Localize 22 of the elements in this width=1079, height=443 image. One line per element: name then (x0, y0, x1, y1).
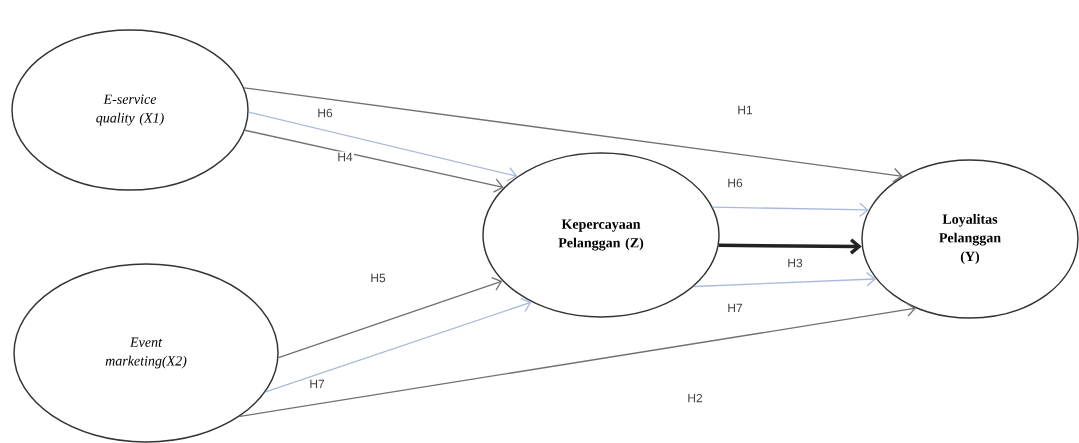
arrow (693, 272, 876, 288)
ellipse-node: Loyalitas Pelanggan (Y) (861, 159, 1079, 319)
arrow (264, 298, 532, 393)
ellipse-node: Event marketing(X2) (13, 263, 279, 443)
edge-label: H7 (726, 302, 744, 314)
arrow (244, 129, 504, 193)
edge-label: H2 (686, 392, 704, 404)
edge-label: H5 (369, 272, 387, 284)
edge-label: H7 (308, 378, 326, 390)
arrow (248, 111, 518, 182)
arrow (239, 302, 916, 418)
edge-label: H6 (316, 107, 334, 119)
edge-label: H1 (736, 104, 754, 116)
edge-label: H6 (726, 177, 744, 189)
arrow (712, 202, 869, 218)
ellipse-node: Kepercayaan Pelanggan (Z) (482, 152, 720, 318)
arrow (718, 238, 862, 255)
edge-label: H3 (786, 257, 804, 269)
ellipse-node: E-service quality (X1) (11, 29, 249, 191)
arrow (243, 87, 903, 183)
edge-label: H4 (336, 151, 354, 163)
arrow (277, 276, 503, 359)
